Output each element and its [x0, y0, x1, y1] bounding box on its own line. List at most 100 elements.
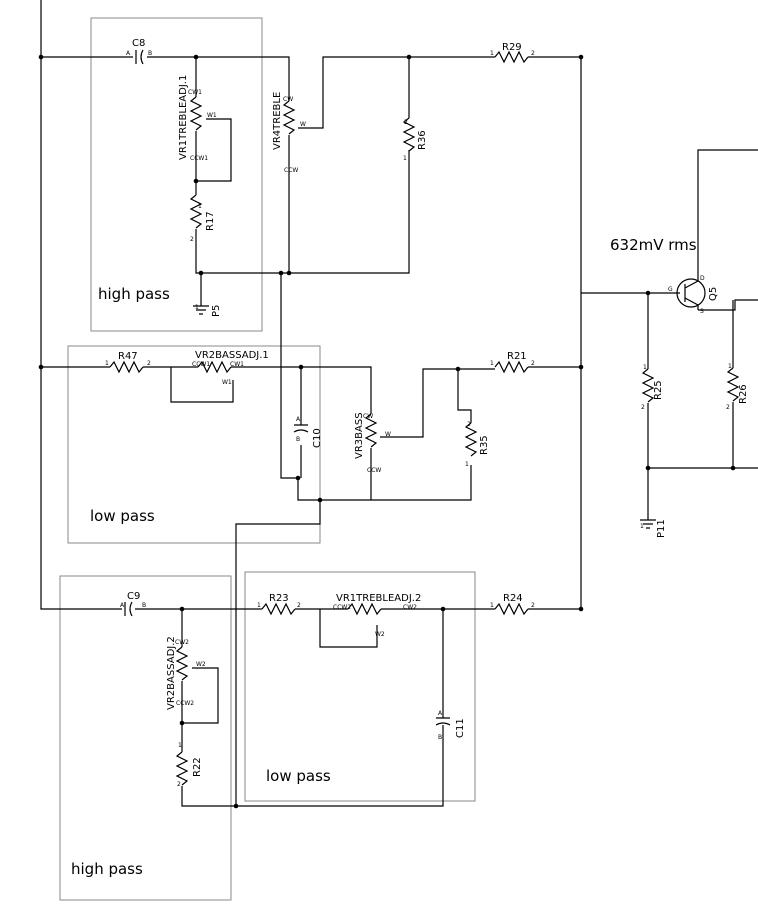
svg-text:CCW2: CCW2 [176, 700, 194, 707]
wire [319, 609, 378, 648]
svg-text:2: 2 [726, 404, 730, 411]
svg-text:1: 1 [490, 602, 494, 609]
svg-text:CW2: CW2 [175, 639, 189, 646]
label-r26: R26 [738, 384, 749, 404]
label-r17: R17 [205, 211, 216, 231]
label-r36: R36 [417, 130, 428, 150]
wire [698, 299, 758, 368]
measurement-label: 632mV rms [610, 236, 697, 254]
svg-text:1: 1 [490, 50, 494, 57]
wire [170, 367, 234, 403]
svg-text:CW1: CW1 [230, 361, 244, 368]
section-label-low-pass-1: low pass [90, 507, 155, 525]
svg-text:CCW2: CCW2 [333, 604, 351, 611]
label-c10: C10 [312, 428, 323, 448]
svg-text:W: W [300, 121, 306, 128]
label-vr3bass: VR3BASS [354, 412, 365, 459]
label-r22: R22 [192, 757, 203, 777]
label-p5: P5 [211, 305, 222, 317]
svg-text:S: S [700, 308, 704, 315]
svg-text:D: D [700, 275, 705, 282]
transistor-q5 [676, 278, 706, 308]
svg-text:W1: W1 [207, 112, 217, 119]
resistor-r36 [402, 117, 416, 152]
capacitor-c10 [293, 424, 309, 433]
section-label-high-pass-2: high pass [71, 860, 143, 878]
svg-text:A: A [438, 710, 443, 717]
ground-p5 [193, 305, 209, 315]
label-vr2bassadj-2: VR2BASSADJ.2 [166, 636, 177, 710]
label-r47: R47 [118, 351, 138, 362]
svg-text:2: 2 [147, 360, 151, 367]
pot-vr2bass-1 [197, 360, 232, 374]
wire [298, 56, 410, 129]
svg-text:W2: W2 [375, 631, 385, 638]
pot-vr4treble [282, 100, 296, 135]
svg-text:B: B [142, 602, 146, 609]
resistor-r24 [494, 602, 529, 616]
svg-text:1: 1 [195, 304, 199, 311]
svg-text:1: 1 [640, 523, 644, 530]
pin-labels: A B 1 2 1 2 1 2 1 1 2 1 2 A B 2 1 A B 1 … [105, 50, 732, 788]
pot-vr1treble-2 [347, 602, 382, 616]
label-q5: Q5 [708, 287, 719, 301]
svg-text:1: 1 [728, 363, 732, 370]
wire [580, 57, 680, 294]
capacitor-c8 [135, 49, 144, 65]
label-vr2bassadj-1: VR2BASSADJ.1 [195, 350, 269, 361]
pot-vr1treble-1 [189, 96, 203, 131]
label-r24: R24 [503, 593, 523, 604]
wire [235, 500, 321, 806]
svg-text:1: 1 [198, 203, 202, 210]
svg-text:1: 1 [257, 602, 261, 609]
wire [147, 56, 290, 101]
resistor-r17 [189, 194, 203, 229]
wire [297, 367, 472, 501]
svg-text:CCW: CCW [367, 467, 381, 474]
svg-text:2: 2 [404, 119, 408, 126]
wire [457, 369, 472, 423]
label-c11: C11 [455, 718, 466, 738]
wire [181, 667, 219, 724]
pot-vr2bass-2 [175, 646, 189, 681]
svg-text:2: 2 [531, 360, 535, 367]
svg-text:A: A [120, 602, 125, 609]
svg-text:CCW: CCW [284, 167, 298, 174]
svg-text:A: A [296, 416, 301, 423]
section-label-high-pass-1: high pass [98, 285, 170, 303]
resistor-r35 [464, 422, 478, 457]
svg-text:1: 1 [490, 360, 494, 367]
svg-text:A: A [126, 50, 131, 57]
svg-text:CCW1: CCW1 [192, 361, 210, 368]
svg-text:2: 2 [531, 602, 535, 609]
svg-text:CW2: CW2 [403, 604, 417, 611]
label-r35: R35 [479, 435, 490, 455]
svg-text:B: B [148, 50, 152, 57]
svg-text:CCW1: CCW1 [190, 155, 208, 162]
svg-text:1: 1 [403, 155, 407, 162]
wire [195, 150, 410, 274]
svg-text:W2: W2 [196, 661, 206, 668]
capacitor-c11 [435, 717, 451, 726]
svg-text:1: 1 [643, 364, 647, 371]
resistor-r29 [494, 50, 529, 64]
input-rail [40, 0, 122, 610]
capacitor-c9 [124, 601, 133, 617]
high-pass-box-2 [59, 575, 232, 901]
svg-text:2: 2 [467, 421, 471, 428]
svg-text:B: B [296, 436, 300, 443]
resistor-r23 [261, 602, 296, 616]
wire [231, 366, 372, 414]
svg-text:1: 1 [465, 461, 469, 468]
label-vr1trebleadj-1: VR1TREBLEADJ.1 [178, 75, 189, 160]
junctions [38, 54, 736, 809]
wire [280, 273, 298, 479]
svg-text:G: G [668, 286, 673, 293]
svg-text:B: B [438, 734, 442, 741]
svg-text:CW: CW [363, 413, 373, 420]
svg-text:2: 2 [190, 236, 194, 243]
svg-text:1: 1 [105, 360, 109, 367]
svg-text:CW1: CW1 [188, 89, 202, 96]
pot-vr3bass [364, 413, 378, 448]
